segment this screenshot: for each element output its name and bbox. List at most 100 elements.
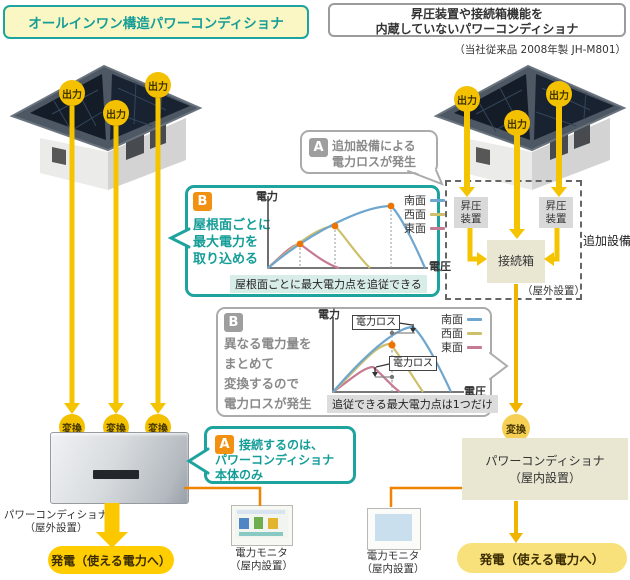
right-chart-xlabel: 電圧 — [464, 385, 486, 398]
legend-swatch-west — [467, 331, 482, 335]
booster-right-line1: 昇圧 — [545, 199, 567, 212]
right-generation-arrow — [509, 501, 523, 543]
left-chart-plot — [267, 196, 428, 270]
left-callout-a: A 接続するのは、 パワーコンディショナ 本体のみ — [204, 426, 356, 484]
left-system-title: オールインワン構造パワーコンディショナ — [3, 5, 309, 39]
right-callout-a-line2: 電力ロスが発生 — [332, 155, 417, 169]
legend-swatch-east — [430, 226, 445, 230]
monitor-screen-header — [237, 510, 285, 514]
loss-arrow-east — [372, 372, 378, 377]
booster-box-left: 昇圧 装置 — [454, 197, 488, 228]
right-chart-box-line3: 変換するので — [224, 376, 300, 391]
right-monitor-caption-line1: 電力モニタ — [366, 550, 420, 562]
left-chart-ylabel: 電力 — [256, 190, 278, 203]
booster-left-line1: 昇圧 — [460, 199, 482, 212]
left-callout-a-line2: パワーコンディショナ — [215, 453, 335, 467]
right-generation-pill: 発電（使える電力へ） — [457, 543, 627, 573]
curve-east — [267, 242, 340, 270]
loss-arrow-south — [410, 328, 416, 333]
junction-to-convert-arrow — [509, 284, 523, 413]
left-callout-a-line1: 接続するのは、 — [239, 438, 324, 452]
output-badge-left-2: 出力 — [103, 100, 129, 126]
left-pcs-caption: パワーコンディショナ （屋外設置） — [2, 509, 110, 535]
right-chart-caption: 追従できる最大電力点は1つだけ — [327, 395, 498, 413]
left-pcs-caption-line2: （屋外設置） — [24, 522, 88, 534]
legend-swatch-east — [467, 345, 482, 349]
left-monitor-graphic — [231, 505, 293, 546]
right-pcs-line2: （屋内設置） — [508, 471, 581, 485]
monitor-screen-icon-blue — [239, 518, 249, 529]
left-callout-a-line3: 本体のみ — [215, 468, 264, 482]
curve-east — [332, 365, 401, 393]
left-chart-box-line1: 屋根面ごとに — [193, 218, 272, 233]
output-badge-left-3: 出力 — [145, 72, 171, 98]
right-system-note: （当社従来品 2008年製 JH-M801） — [454, 44, 626, 56]
device-brand-strip — [93, 470, 139, 479]
booster-right-line2: 装置 — [545, 212, 567, 225]
right-callout-a-line1: 追加設備による — [332, 139, 416, 153]
curve-south — [267, 204, 427, 269]
right-chart-box-line1: 異なる電力量を — [224, 336, 312, 351]
outdoor-note: （屋外設置） — [522, 285, 585, 297]
booster-box-right: 昇圧 装置 — [539, 197, 573, 228]
right-monitor-caption: 電力モニタ （屋内設置） — [355, 550, 431, 576]
right-chart-box-line2: まとめて — [224, 356, 275, 371]
left-chart-legend-east-label: 東面 — [404, 222, 426, 235]
legend-swatch-south — [430, 198, 445, 202]
right-system-title: 昇圧装置や接続箱機能を 内蔵していないパワーコンディショナ — [328, 3, 626, 37]
left-monitor-screen — [235, 509, 288, 538]
left-chart-box-badge: B — [193, 192, 212, 211]
monitor-screen-footer — [239, 532, 283, 536]
left-generation-pill: 発電（使える電力へ） — [48, 546, 174, 574]
max-power-point-east — [296, 240, 304, 248]
right-monitor-caption-line2: （屋内設置） — [361, 563, 425, 575]
left-chart-legend-west-label: 西面 — [404, 208, 426, 221]
convert-badge-right: 変換 — [502, 414, 530, 442]
right-callout-a: A 追加設備による 電力ロスが発生 — [300, 130, 438, 174]
left-callout-a-badge: A — [215, 435, 234, 454]
output-badge-right-3: 出力 — [546, 81, 572, 107]
legend-swatch-west — [430, 212, 445, 216]
right-chart-ylabel: 電力 — [318, 308, 340, 321]
right-chart-legend-east-label: 東面 — [441, 341, 463, 354]
right-pcs-box: パワーコンディショナ （屋内設置） — [462, 438, 628, 500]
house-illustration-right — [433, 64, 627, 190]
added-equipment-dashed-box — [445, 180, 582, 300]
right-chart-legend-west-label: 西面 — [441, 327, 463, 340]
right-chart-legend-south: 南面 — [441, 311, 482, 327]
output-badge-left-1: 出力 — [59, 80, 85, 106]
legend-swatch-south — [467, 317, 482, 321]
left-chart-legend-west: 西面 — [404, 206, 445, 222]
house-illustration-left — [9, 64, 203, 190]
left-monitor-caption: 電力モニタ （屋内設置） — [224, 547, 299, 573]
junction-box: 接続箱 — [487, 240, 545, 283]
operating-point-south — [389, 330, 395, 336]
right-chart-legend-west: 西面 — [441, 325, 482, 341]
right-monitor-connector — [389, 486, 462, 507]
right-callout-a-badge: A — [309, 138, 328, 157]
right-chart-box-line4: 電力ロスが発生 — [224, 396, 312, 411]
left-monitor-caption-line2: （屋内設置） — [230, 560, 293, 572]
power-conditioner-device — [50, 432, 189, 504]
right-chart-legend-east: 東面 — [441, 339, 482, 355]
left-pcs-caption-line1: パワーコンディショナ — [3, 509, 109, 521]
left-monitor-connector — [184, 486, 262, 506]
power-loss-label-2: 電力ロス — [389, 356, 437, 371]
power-loss-label-1: 電力ロス — [352, 315, 400, 330]
max-power-point-west — [331, 222, 339, 230]
right-monitor-graphic — [367, 508, 421, 550]
left-chart-box-line2: 最大電力を — [193, 235, 259, 250]
right-chart-legend-south-label: 南面 — [441, 313, 463, 326]
operating-point-east — [389, 374, 395, 380]
output-badge-right-2: 出力 — [504, 110, 530, 136]
right-monitor-screen — [375, 514, 412, 541]
right-chart-box-badge: B — [224, 313, 243, 332]
right-pcs-line1: パワーコンディショナ — [485, 454, 605, 468]
left-chart-legend-south: 南面 — [404, 192, 445, 208]
right-system-title-line1: 昇圧装置や接続箱機能を — [410, 7, 543, 21]
left-chart-legend-south-label: 南面 — [404, 194, 426, 207]
left-chart-caption: 屋根面ごとに最大電力点を追従できる — [230, 275, 427, 293]
left-chart-legend-east: 東面 — [404, 220, 445, 236]
monitor-screen-icon-yellow — [268, 518, 278, 529]
